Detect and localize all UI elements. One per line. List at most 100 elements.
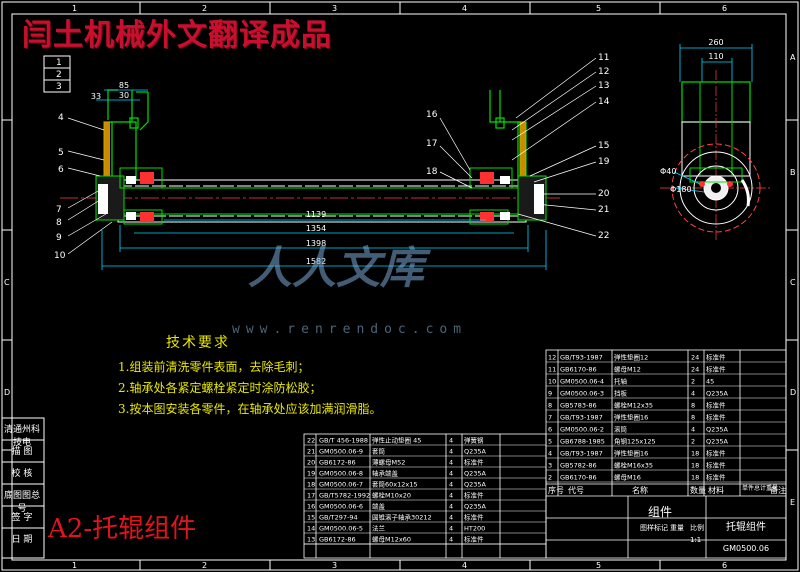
bom-cell: GM0500.06-6 xyxy=(319,503,363,511)
tech-item: 3.按本图安装各零件，在轴承处应该加满润滑脂。 xyxy=(118,402,382,416)
zone-num: 2 xyxy=(202,561,207,570)
bom-cell: 圆锥滚子轴承30212 xyxy=(372,513,432,522)
bom-cell: 标准件 xyxy=(706,473,726,482)
bom-cell: GM0500.06-3 xyxy=(560,390,604,398)
balloon: 19 xyxy=(598,157,610,167)
bom-cell: GB6788-1985 xyxy=(560,438,605,446)
bom-cell: GM0500.06-2 xyxy=(560,426,604,434)
balloon: 8 xyxy=(56,218,62,228)
svg-text:260: 260 xyxy=(708,38,723,47)
bom-cell: GB5782-86 xyxy=(560,462,597,470)
balloon: 21 xyxy=(598,205,609,215)
bom-cell: 12 xyxy=(548,354,556,362)
svg-text:名称: 名称 xyxy=(632,485,648,495)
bom-cell: 螺栓M12x35 xyxy=(614,401,653,410)
side-cell: 底图图总号 xyxy=(3,491,40,514)
top-banner-watermark: 闫土机械外文翻译成品 xyxy=(22,18,332,53)
bom-header: 序号 代号 名称 数量 材料 单件总计重量 备注 xyxy=(548,484,786,495)
watermark-url: www.renrendoc.com xyxy=(232,322,468,337)
bom-cell: GB/T93-1987 xyxy=(560,354,603,362)
zone-letter: C xyxy=(790,278,796,287)
balloon: 14 xyxy=(598,97,610,107)
bom-cell: GB/T297-94 xyxy=(319,514,358,522)
bom-cell: Q235A xyxy=(464,503,487,511)
bom-cell: 标准件 xyxy=(464,535,484,544)
bom-cell: Q235A xyxy=(464,448,487,456)
bom-cell: 9 xyxy=(548,390,552,398)
zone-letter: B xyxy=(790,168,796,177)
svg-text:Φ40: Φ40 xyxy=(660,167,676,176)
svg-text:单件总计重量: 单件总计重量 xyxy=(742,484,778,492)
balloon: 9 xyxy=(56,233,62,243)
tech-heading: 技术要求 xyxy=(166,335,230,351)
svg-text:2: 2 xyxy=(56,70,62,80)
drawing-name: 托辊组件 xyxy=(726,520,766,533)
balloon: 22 xyxy=(598,231,609,241)
svg-text:重量: 重量 xyxy=(670,524,684,532)
zone-num: 4 xyxy=(462,4,467,13)
svg-text:比例: 比例 xyxy=(690,523,704,532)
bom-cell: GM0500.06-4 xyxy=(560,378,604,386)
dimension-values: 1139 1354 1398 1582 85 33 30 xyxy=(91,81,326,266)
svg-text:1139: 1139 xyxy=(306,210,326,219)
bom-cell: 螺栓M10x20 xyxy=(372,491,411,500)
svg-text:代号: 代号 xyxy=(568,485,584,495)
zone-num: 6 xyxy=(722,561,727,570)
bom-cell: 弹性垫圈12 xyxy=(614,353,648,362)
bom-cell: 4 xyxy=(449,481,453,489)
balloons-right: 11 12 13 14 15 16 17 18 19 20 21 22 xyxy=(426,53,610,241)
tech-item: 1.组装前清洗零件表面，去除毛刺； xyxy=(118,360,310,374)
balloon: 16 xyxy=(426,110,438,120)
left-bearing-housing xyxy=(95,167,163,225)
zone-num: 6 xyxy=(722,4,727,13)
inner-frame xyxy=(11,13,787,561)
bom-cell: 螺栓M16x35 xyxy=(614,461,653,470)
bom-cell: GB6172-86 xyxy=(319,536,356,544)
svg-text:序号: 序号 xyxy=(548,485,564,495)
bom-cell: 螺母M12 xyxy=(614,365,641,374)
bom-cell: 11 xyxy=(548,366,556,374)
bom-cell: GB5783-86 xyxy=(560,402,597,410)
balloon: 15 xyxy=(598,141,609,151)
bom-cell: 4 xyxy=(691,390,695,398)
side-cell: 日 期 xyxy=(11,535,33,545)
bom-cell: 21 xyxy=(307,448,315,456)
bom-cell: 16 xyxy=(307,503,315,511)
balloons-left: 4 5 6 7 8 9 10 xyxy=(54,113,66,261)
side-view: 260 110 Φ40 Φ180 xyxy=(660,38,772,240)
bom-cell: GB6170-86 xyxy=(560,366,597,374)
bom-cell: Q235A xyxy=(464,470,487,478)
zone-letter: D xyxy=(4,388,10,397)
bom-cell: 标准件 xyxy=(706,413,726,422)
zone-num: 5 xyxy=(596,4,601,13)
bom-cell: GB/T93-1987 xyxy=(560,450,603,458)
zone-letter: C xyxy=(4,278,10,287)
bom-cell: 4 xyxy=(449,536,453,544)
bom-cell: 4 xyxy=(449,459,453,467)
bom-cell: 挡板 xyxy=(614,389,628,398)
svg-text:1354: 1354 xyxy=(306,224,326,233)
bom-cell: 22 xyxy=(307,437,315,445)
bom-cell: 标准件 xyxy=(706,449,726,458)
bom-cell: 5 xyxy=(548,438,552,446)
bom-cell: 角钢125x125 xyxy=(614,437,656,446)
zone-labels: 1 2 3 4 5 6 1 2 3 4 5 6 A B C D E D C xyxy=(4,4,796,570)
balloon: 13 xyxy=(598,81,609,91)
left-bracket xyxy=(103,89,149,185)
bom-cell: 套筒 xyxy=(372,447,386,456)
ref-table-nums: 1 2 3 xyxy=(56,58,62,92)
bom-cell: Q235A xyxy=(706,438,729,446)
zone-num: 3 xyxy=(332,4,337,13)
part-name: 组件 xyxy=(648,505,672,519)
technical-requirements: 技术要求 1.组装前清洗零件表面，去除毛刺； 2.轴承处各紧定螺栓紧定时涂防松胶… xyxy=(118,332,381,421)
left-angle-steel xyxy=(104,122,110,184)
title-block: 组件 托辊组件 GM0500.06 图样标记 重量 比例 1:1 xyxy=(640,505,769,553)
bom-cell: 螺母M12x60 xyxy=(372,535,411,544)
svg-text:材料: 材料 xyxy=(708,485,724,495)
zone-num: 4 xyxy=(462,561,467,570)
svg-text:Φ180: Φ180 xyxy=(670,185,692,194)
svg-text:1582: 1582 xyxy=(306,257,326,266)
bom-cell: GB/T93-1987 xyxy=(560,414,603,422)
dimension-lines xyxy=(96,89,547,270)
